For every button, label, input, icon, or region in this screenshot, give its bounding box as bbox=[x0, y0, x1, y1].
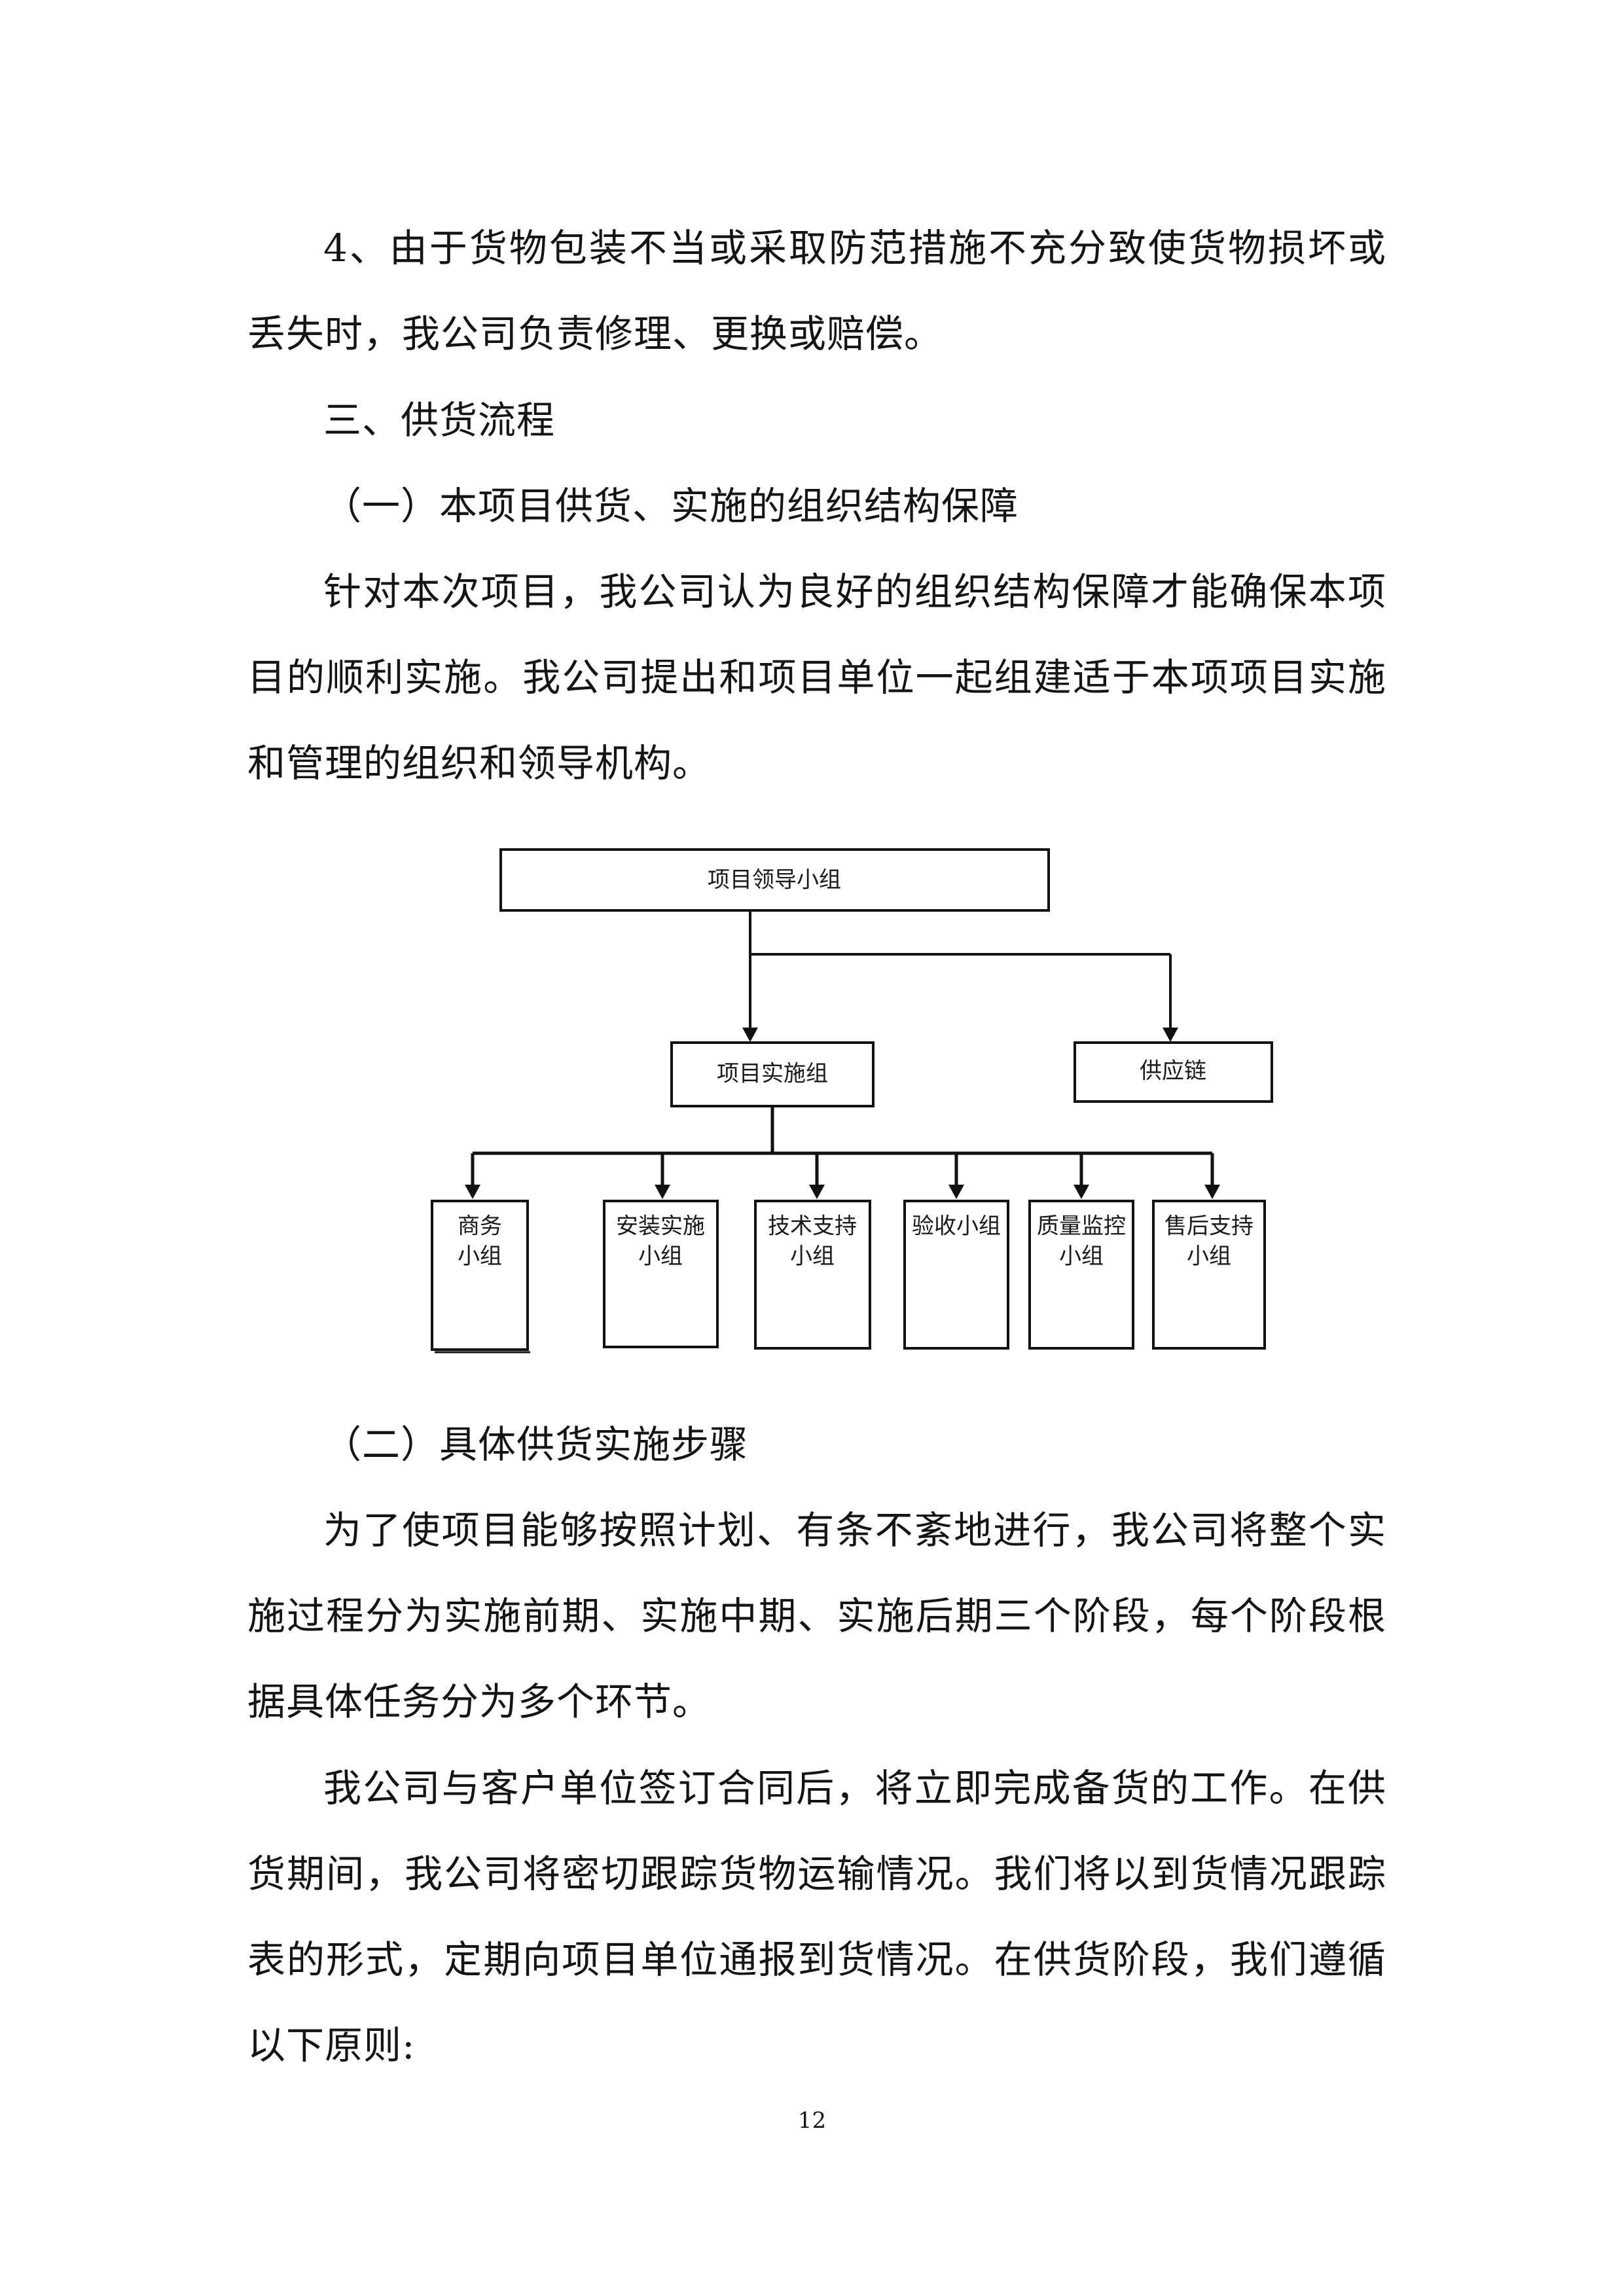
org-label-group: 技术支持 bbox=[768, 1213, 857, 1240]
org-label-implementation: 项目实施组 bbox=[717, 1061, 828, 1087]
org-connectors-top bbox=[749, 910, 1172, 1031]
paragraph-phases: 为了使项目能够按照计划、有条不紊地进行，我公司将整个实施过程分为实施前期、实施中… bbox=[247, 1508, 1386, 1724]
arrow-icon bbox=[948, 1185, 964, 1199]
org-label-leadership: 项目领导小组 bbox=[708, 867, 841, 893]
org-box-installation-group: 安装实施 小组 bbox=[603, 1200, 719, 1348]
paragraph-org-structure: 针对本次项目，我公司认为良好的组织结构保障才能确保本项目的顺利实施。我公司提出和… bbox=[247, 569, 1386, 785]
org-label-group: 小组 bbox=[1059, 1244, 1104, 1270]
subsection-heading-steps: （二）具体供货实施步骤 bbox=[323, 1422, 749, 1467]
org-box-after-sales-group: 售后支持 小组 bbox=[1152, 1200, 1266, 1350]
org-label-supply-chain: 供应链 bbox=[1140, 1058, 1206, 1085]
org-label-group: 小组 bbox=[638, 1244, 683, 1270]
arrow-icon bbox=[1163, 1028, 1178, 1042]
org-box-supply-chain: 供应链 bbox=[1074, 1041, 1273, 1103]
arrow-icon bbox=[1204, 1185, 1220, 1199]
org-connectors-groups bbox=[471, 1106, 1214, 1188]
arrow-icon bbox=[809, 1185, 825, 1199]
org-label-group: 售后支持 bbox=[1164, 1213, 1254, 1240]
org-label-group: 商务 bbox=[458, 1213, 502, 1240]
org-label-group: 安装实施 bbox=[616, 1213, 705, 1240]
org-label-group: 小组 bbox=[1187, 1244, 1231, 1270]
org-label-group: 小组 bbox=[790, 1244, 835, 1270]
arrow-icon bbox=[465, 1185, 480, 1199]
org-group-arrows bbox=[465, 1185, 1220, 1199]
org-box-tech-support-group: 技术支持 小组 bbox=[754, 1200, 871, 1350]
arrow-icon bbox=[655, 1185, 670, 1199]
subsection-heading-org-structure: （一）本项目供货、实施的组织结构保障 bbox=[323, 484, 1019, 528]
org-box-business-group: 商务 小组 bbox=[431, 1200, 530, 1354]
org-label-group: 小组 bbox=[458, 1244, 502, 1270]
org-box-acceptance-group: 验收小组 bbox=[903, 1200, 1009, 1350]
org-label-group: 质量监控 bbox=[1037, 1213, 1126, 1240]
paragraph-supply-principles: 我公司与客户单位签订合同后，将立即完成备货的工作。在供货期间，我公司将密切跟踪货… bbox=[247, 1766, 1386, 2068]
org-box-leadership-group: 项目领导小组 bbox=[499, 848, 1050, 912]
arrow-icon bbox=[1074, 1185, 1089, 1199]
org-box-quality-control-group: 质量监控 小组 bbox=[1028, 1200, 1134, 1350]
page-number: 12 bbox=[797, 2108, 827, 2134]
org-label-group: 验收小组 bbox=[912, 1213, 1001, 1240]
arrow-icon bbox=[742, 1028, 758, 1042]
section-heading-supply-process: 三、供货流程 bbox=[323, 398, 556, 442]
paragraph-item-4: 4、由于货物包装不当或采取防范措施不充分致使货物损坏或丢失时，我公司负责修理、更… bbox=[247, 226, 1386, 356]
org-box-implementation-group: 项目实施组 bbox=[670, 1041, 875, 1107]
